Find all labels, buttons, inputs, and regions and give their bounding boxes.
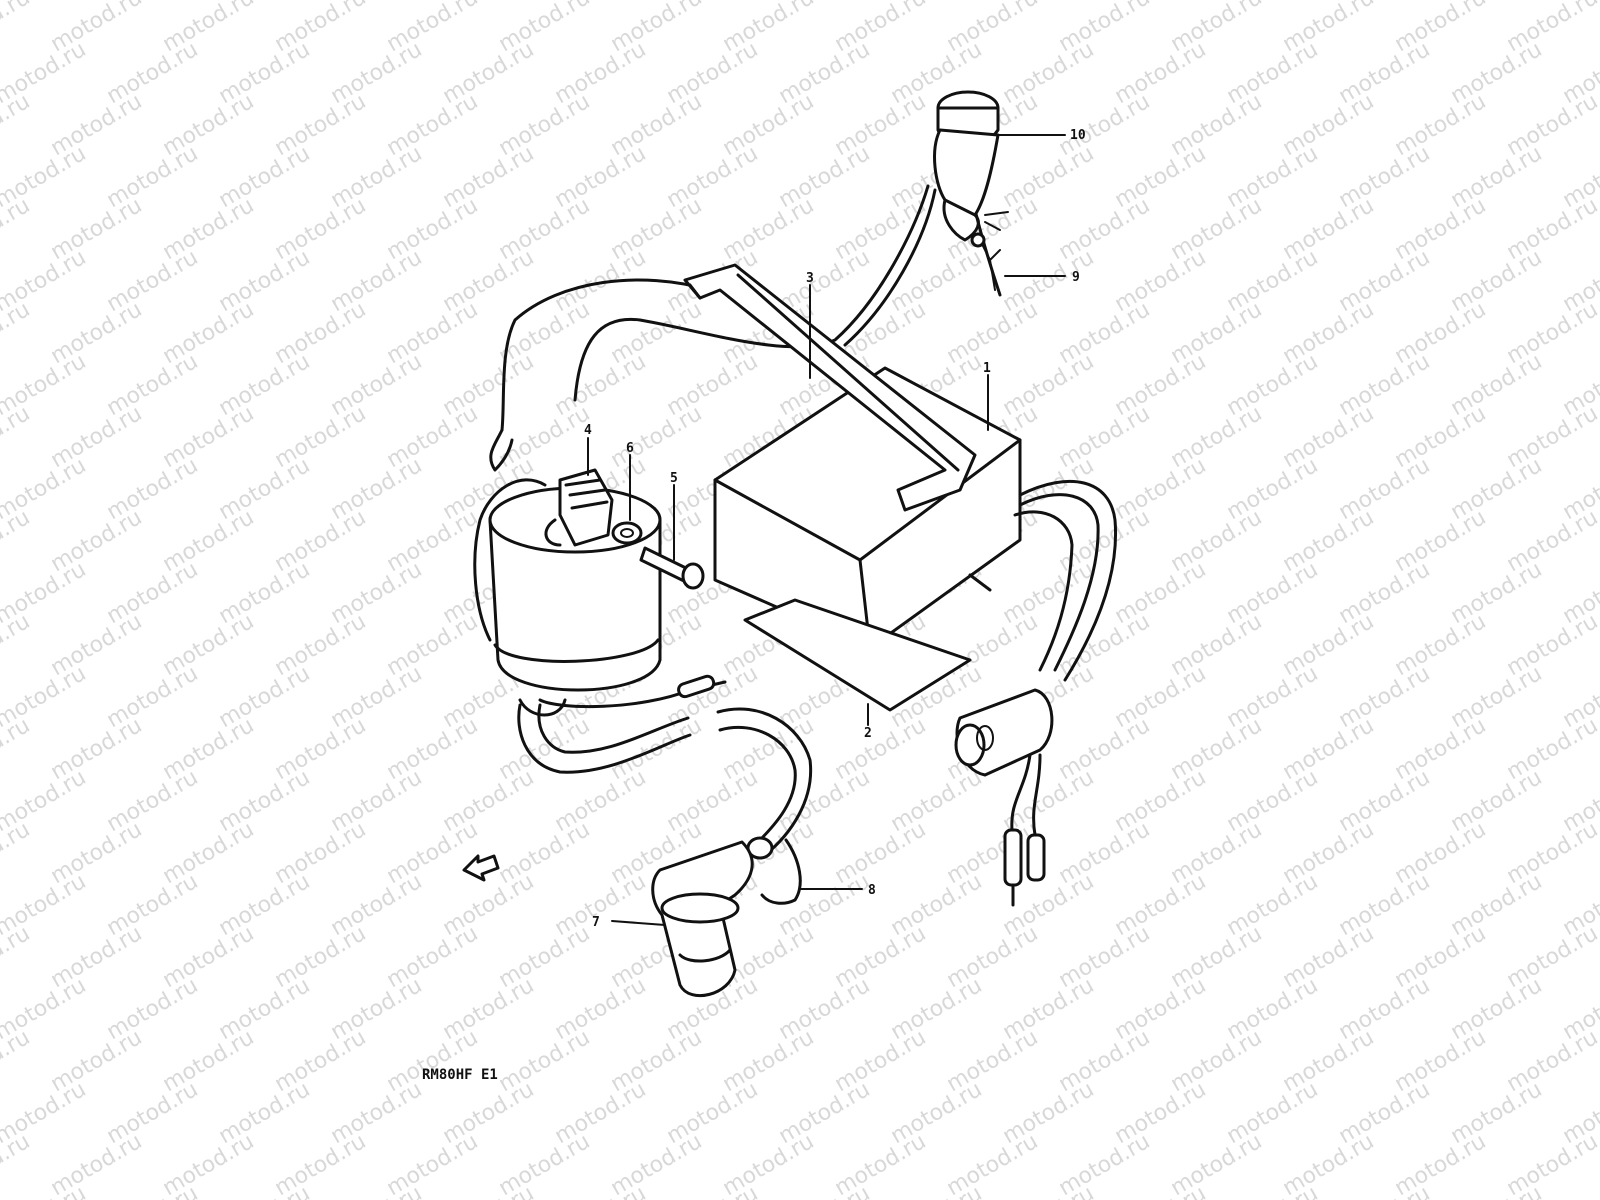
callout-3: 3 [806, 271, 814, 286]
watermark-text: motod.ru [0, 505, 34, 577]
watermark-text: motod.ru [439, 1181, 539, 1200]
watermark-text: motod.ru [1111, 1181, 1211, 1200]
watermark-text: motod.ru [103, 1181, 203, 1200]
watermark-text: motod.ru [1503, 1129, 1600, 1200]
leader-lines [587, 134, 1066, 926]
model-code: RM80HF E1 [422, 1067, 498, 1083]
watermark-text: motod.ru [159, 1129, 259, 1200]
watermark-text: motod.ru [1447, 1181, 1547, 1200]
callout-1: 1 [983, 361, 991, 376]
watermark-text: motod.ru [719, 1129, 819, 1200]
watermark-text: motod.ru [1279, 1129, 1379, 1200]
watermark-text: motod.ru [775, 1181, 875, 1200]
watermark-text: motod.ru [887, 1181, 987, 1200]
watermark-text: motod.ru [0, 1025, 34, 1097]
callout-5: 5 [670, 471, 678, 486]
watermark-text: motod.ru [383, 1129, 483, 1200]
watermark-text: motod.ru [1391, 1129, 1491, 1200]
callout-7: 7 [592, 915, 600, 930]
callout-labels: 10 9 1 3 4 6 5 2 8 7 [584, 128, 1086, 930]
stop-switch-wiring [489, 184, 1002, 472]
watermark-text: motod.ru [0, 193, 34, 265]
watermark-text: motod.ru [0, 1181, 90, 1200]
callout-2: 2 [864, 726, 872, 741]
callout-4: 4 [584, 423, 592, 438]
watermark-text: motod.ru [0, 713, 34, 785]
watermark-text: motod.ru [215, 1181, 315, 1200]
watermark-text: motod.ru [0, 401, 34, 473]
cdi-unit [683, 263, 1022, 650]
watermark-text: motod.ru [0, 0, 34, 57]
watermark-text: motod.ru [0, 609, 34, 681]
callout-6: 6 [626, 441, 634, 456]
watermark-text: motod.ru [0, 1129, 34, 1200]
watermark-text: motod.ru [1055, 1129, 1155, 1200]
callout-8: 8 [868, 883, 876, 898]
callout-9: 9 [1072, 270, 1080, 285]
watermark-text: motod.ru [0, 89, 34, 161]
watermark-text: motod.ru [327, 1181, 427, 1200]
watermark-text: motod.ru [0, 817, 34, 889]
watermark-text: motod.ru [1167, 1129, 1267, 1200]
watermark-text: motod.ru [551, 1181, 651, 1200]
washer-and-bolt [611, 521, 705, 590]
watermark-text: motod.ru [943, 1129, 1043, 1200]
engine-stop-switch [933, 90, 1009, 248]
watermark-text: motod.ru [0, 297, 34, 369]
watermark-text: motod.ru [999, 1181, 1099, 1200]
watermark-text: motod.ru [271, 1129, 371, 1200]
watermark-text: motod.ru [607, 1129, 707, 1200]
callout-10: 10 [1070, 128, 1086, 143]
watermark-text: motod.ru [1559, 1181, 1600, 1200]
mounting-plate [743, 598, 972, 712]
watermark-text: motod.ru [495, 1129, 595, 1200]
watermark-text: motod.ru [1335, 1181, 1435, 1200]
watermark-text: motod.ru [831, 1129, 931, 1200]
watermark-text: motod.ru [1223, 1181, 1323, 1200]
watermark-text: motod.ru [47, 1129, 147, 1200]
cdi-output-harness [954, 479, 1118, 907]
spark-plug-cap [651, 838, 802, 998]
watermark-text: motod.ru [0, 921, 34, 993]
front-arrow-icon [462, 854, 500, 882]
watermark-text: motod.ru [663, 1181, 763, 1200]
